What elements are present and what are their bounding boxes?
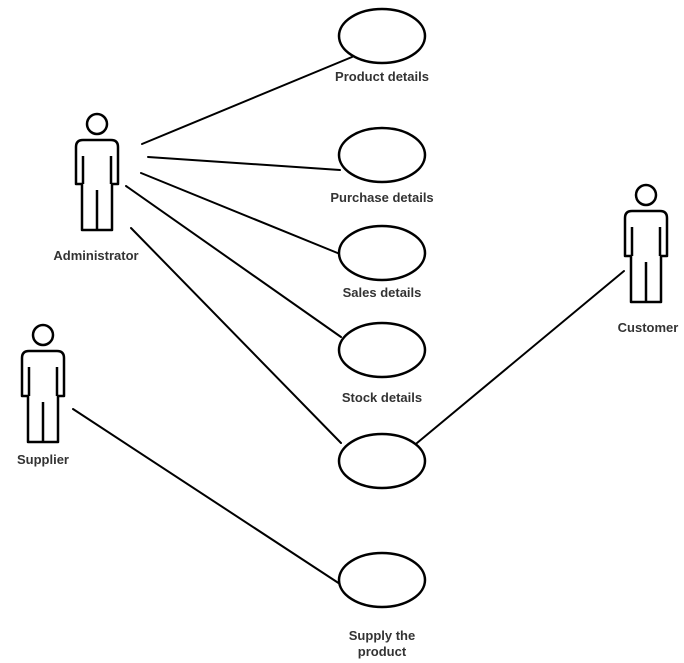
supplier-actor-icon: [20, 323, 66, 444]
supplier-label: Supplier: [16, 452, 69, 467]
sales-details-label: Sales details: [342, 285, 422, 300]
use-case-purchase-details: [337, 126, 427, 184]
administrator-label: Administrator: [53, 248, 139, 263]
assoc-admin-stock-details: [125, 185, 342, 338]
use-case-product-details: [337, 7, 427, 65]
customer-label: Customer: [617, 320, 679, 335]
assoc-supplier-supply-product: [72, 408, 341, 585]
purchase-details-label: Purchase details: [330, 190, 434, 205]
administrator-actor-icon: [74, 112, 120, 232]
assoc-admin-purchase-details: [147, 156, 341, 171]
use-case-stock-details: [337, 321, 427, 379]
product-details-label: Product details: [335, 69, 429, 84]
assoc-admin-product-details: [141, 56, 353, 145]
supply-the-product-label: Supply the product: [348, 628, 416, 659]
use-case-unlabeled: [337, 432, 427, 490]
use-case-supply-the-product: [337, 551, 427, 609]
stock-details-label: Stock details: [341, 390, 423, 405]
assoc-admin-sales-details: [140, 172, 341, 255]
use-case-sales-details: [337, 224, 427, 282]
assoc-customer-unlabeled-use-case: [416, 270, 625, 444]
assoc-admin-unlabeled-use-case: [130, 227, 342, 444]
customer-actor-icon: [623, 183, 669, 304]
